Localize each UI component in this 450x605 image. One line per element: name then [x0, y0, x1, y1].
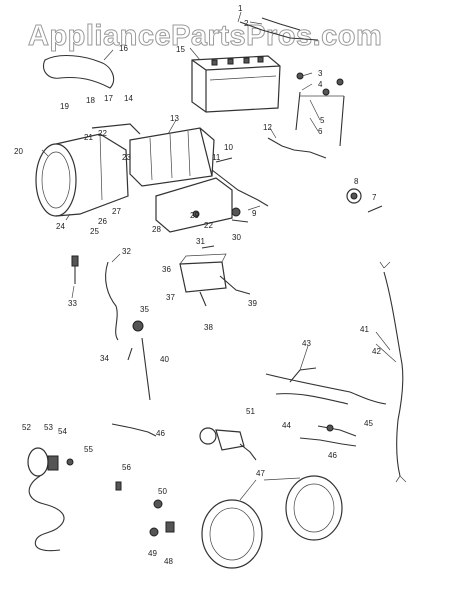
callout-4: 4: [318, 80, 323, 89]
callout-32: 32: [122, 247, 131, 256]
wire-45: [317, 425, 357, 437]
regulator: [179, 253, 251, 307]
cable-end-bottom: [395, 475, 407, 483]
callout-11: 11: [212, 153, 221, 162]
callout-28: 28: [152, 225, 161, 234]
battery-cable-2: [261, 17, 301, 31]
fuse-56: [115, 481, 122, 491]
callout-37: 37: [166, 293, 175, 302]
callout-16: 16: [119, 44, 128, 53]
callout-20: 20: [14, 147, 23, 156]
callout-5: 5: [320, 116, 325, 125]
callout-39: 39: [248, 299, 257, 308]
socket-48: [165, 521, 175, 533]
callout-46-left: 46: [156, 429, 165, 438]
callout-30: 30: [232, 233, 241, 242]
wire-loop-16: [42, 54, 115, 89]
mounting-bracket: [155, 169, 269, 233]
headlight-assembly: [35, 133, 129, 217]
battery-hardware: [295, 72, 345, 147]
callout-24: 24: [56, 222, 65, 231]
callout-13: 13: [170, 114, 179, 123]
harness-32: [105, 261, 119, 341]
callout-26: 26: [98, 217, 107, 226]
taillight-52: [27, 447, 74, 552]
callout-51: 51: [246, 407, 255, 416]
callout-15: 15: [176, 45, 185, 54]
callout-31: 31: [196, 237, 205, 246]
callout-18: 18: [86, 96, 95, 105]
callout-17: 17: [104, 94, 113, 103]
bulb-35: [132, 320, 151, 401]
callout-33: 33: [68, 299, 77, 308]
terminal-45: [326, 424, 334, 432]
starter-generator: [129, 127, 215, 187]
callout-14: 14: [124, 94, 133, 103]
callout-52: 52: [22, 423, 31, 432]
callout-25: 25: [90, 227, 99, 236]
harness-44: [275, 393, 349, 405]
callout-2: 2: [244, 19, 249, 28]
switch-8: [346, 188, 383, 213]
callout-12: 12: [263, 123, 272, 132]
callout-42: 42: [372, 347, 381, 356]
callout-27: 27: [112, 207, 121, 216]
callout-22-bottom: 22: [204, 221, 213, 230]
callout-56: 56: [122, 463, 131, 472]
callout-40: 40: [160, 355, 169, 364]
callout-34: 34: [100, 354, 109, 363]
harness-43: [265, 373, 387, 405]
wire-46-right: [299, 437, 357, 447]
callout-38: 38: [204, 323, 213, 332]
callout-55: 55: [84, 445, 93, 454]
callout-47: 47: [256, 469, 265, 478]
callout-22-top: 22: [98, 129, 107, 138]
bulb-49: [149, 527, 159, 537]
callout-54: 54: [58, 427, 67, 436]
callout-53: 53: [44, 423, 53, 432]
cable-end-top: [379, 261, 391, 269]
callout-7: 7: [372, 193, 377, 202]
callouts: 1 2 3 4 5 6 7 8 9 10 11 12 13 14 15 16 1…: [14, 4, 381, 566]
callout-43: 43: [302, 339, 311, 348]
callout-6: 6: [318, 127, 323, 136]
leader-lines: [41, 11, 397, 501]
callout-9: 9: [252, 209, 257, 218]
battery: [191, 55, 281, 113]
screw-31: [201, 245, 215, 249]
callout-3: 3: [318, 69, 323, 78]
callout-29: 29: [190, 211, 199, 220]
callout-48: 48: [164, 557, 173, 566]
watermark-text: AppliancePartsPros.com: [28, 20, 382, 52]
battery-cable-1: [239, 21, 319, 41]
connector-33: [71, 255, 79, 284]
callout-46-right: 46: [328, 451, 337, 460]
bracket-21: [91, 123, 141, 135]
cable-41: [383, 271, 404, 477]
callout-49: 49: [148, 549, 157, 558]
wire-34: [127, 347, 133, 361]
callout-45: 45: [364, 419, 373, 428]
bolt-10: [215, 157, 233, 163]
bulb-50: [153, 499, 163, 509]
callout-35: 35: [140, 305, 149, 314]
wire-46-left: [111, 423, 157, 437]
callout-44: 44: [282, 421, 291, 430]
callout-41: 41: [360, 325, 369, 334]
callout-23: 23: [122, 153, 131, 162]
headlight-lenses: [201, 475, 343, 569]
callout-50: 50: [158, 487, 167, 496]
callout-19: 19: [60, 102, 69, 111]
callout-36: 36: [162, 265, 171, 274]
callout-21: 21: [84, 133, 93, 142]
callout-8: 8: [354, 177, 359, 186]
callout-10: 10: [224, 143, 233, 152]
callout-1: 1: [238, 4, 243, 13]
wire-12: [267, 137, 327, 159]
switch-assembly-51: [199, 427, 257, 461]
